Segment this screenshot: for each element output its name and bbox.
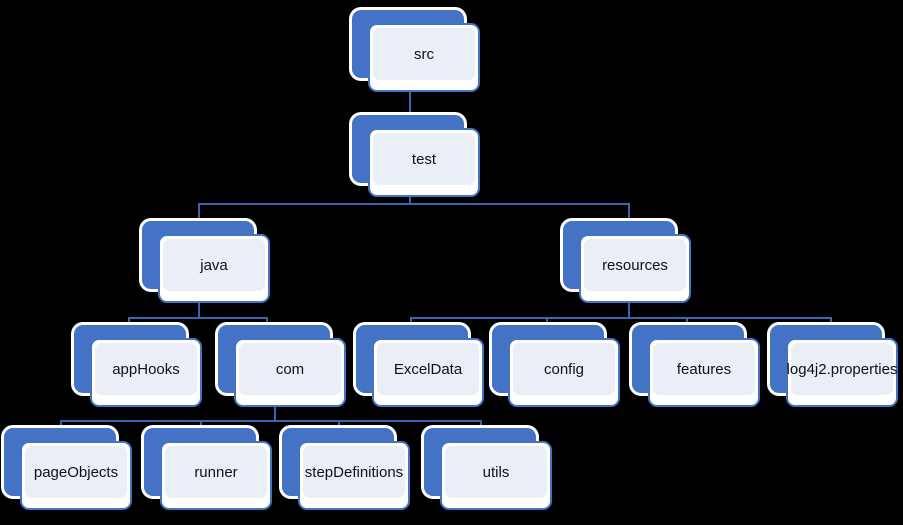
connector-resources-to-features: [686, 317, 688, 326]
node-panel: config: [513, 343, 615, 395]
node-label: resources: [602, 256, 668, 274]
connector-com-bar: [60, 420, 480, 422]
connector-resources-to-log4j2: [830, 317, 832, 326]
node-panel: ExcelData: [377, 343, 479, 395]
connector-com-to-runner: [200, 420, 202, 429]
node-label: java: [200, 256, 228, 274]
node-panel: runner: [165, 446, 267, 498]
node-label: log4j2.properties: [786, 360, 898, 378]
node-panel: log4j2.properties: [787, 343, 897, 395]
node-label: utils: [482, 463, 510, 481]
connector-java-to-com: [266, 317, 268, 326]
connector-java-stem: [198, 303, 200, 318]
connector-src-test: [409, 92, 411, 115]
connector-resources-to-ExcelData: [410, 317, 412, 326]
node-label: config: [543, 360, 585, 378]
connector-resources-to-config: [546, 317, 548, 326]
node-panel: java: [163, 239, 265, 291]
node-label: features: [676, 360, 732, 378]
node-panel: stepDefinitions: [303, 446, 405, 498]
node-label: appHooks: [112, 360, 180, 378]
node-label: src: [414, 45, 434, 63]
connector-resources-stem: [628, 303, 630, 318]
node-panel: resources: [584, 239, 686, 291]
connector-test-to-java: [198, 203, 200, 222]
node-panel: appHooks: [95, 343, 197, 395]
connector-com-to-utils: [480, 420, 482, 429]
node-label: stepDefinitions: [304, 463, 404, 481]
connector-test-bar: [198, 203, 630, 205]
connector-java-bar: [128, 317, 268, 319]
node-panel: com: [239, 343, 341, 395]
node-label: runner: [194, 463, 238, 481]
node-label: test: [411, 150, 437, 168]
connector-test-stem: [409, 197, 411, 204]
connector-com-to-stepDefinitions: [338, 420, 340, 429]
connector-com-to-pageObjects: [60, 420, 62, 429]
connector-java-to-appHooks: [128, 317, 130, 326]
node-panel: utils: [445, 446, 547, 498]
connector-test-to-resources: [628, 203, 630, 222]
node-panel: features: [653, 343, 755, 395]
connector-com-stem: [274, 407, 276, 421]
connector-resources-bar: [410, 317, 832, 319]
node-panel: pageObjects: [25, 446, 127, 498]
node-label: ExcelData: [393, 360, 463, 378]
node-panel: test: [373, 133, 475, 185]
node-label: com: [275, 360, 305, 378]
node-label: pageObjects: [33, 463, 119, 481]
node-panel: src: [373, 28, 475, 80]
